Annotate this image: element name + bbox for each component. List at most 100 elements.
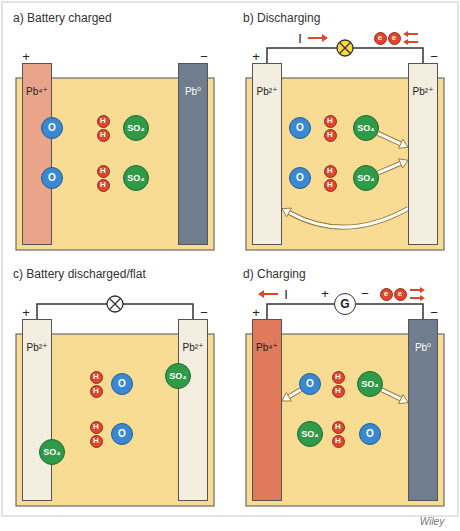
panel-title: c) Battery discharged/flat bbox=[8, 264, 151, 284]
electrode-label: Pb⁰ bbox=[409, 320, 437, 353]
arrow-body bbox=[378, 133, 401, 143]
hydrogen-ion: H bbox=[90, 435, 103, 448]
particle-symbol: O bbox=[118, 379, 126, 389]
particle-symbol: SO₄ bbox=[361, 380, 378, 389]
particle-symbol: H bbox=[100, 131, 106, 139]
terminal-label: I bbox=[298, 32, 302, 45]
hydrogen-ion: H bbox=[332, 371, 345, 384]
arrow-outline bbox=[289, 390, 301, 397]
hydrogen-ion: H bbox=[97, 165, 110, 178]
particle-symbol: O bbox=[48, 123, 56, 133]
hydrogen-ion: H bbox=[324, 115, 337, 128]
particle-symbol: H bbox=[93, 387, 99, 395]
oxygen-particle: O bbox=[299, 373, 321, 395]
particle-symbol: SO₄ bbox=[127, 174, 144, 183]
sulfate-particle: SO₄ bbox=[123, 165, 149, 191]
terminal-label: + bbox=[22, 50, 30, 63]
hydrogen-ion: H bbox=[90, 385, 103, 398]
particle-symbol: e bbox=[398, 290, 402, 298]
terminal-label: I bbox=[284, 288, 288, 301]
arrow-head bbox=[399, 139, 408, 148]
lead-electrode: Pb²⁺ bbox=[408, 63, 438, 245]
particle-symbol: SO₄ bbox=[169, 372, 186, 381]
oxygen-particle: O bbox=[359, 423, 381, 445]
panel-d-art bbox=[246, 287, 444, 506]
sulfate-particle: SO₄ bbox=[39, 439, 65, 465]
sulfate-particle: SO₄ bbox=[353, 165, 379, 191]
lamp-symbol bbox=[107, 296, 123, 312]
particle-symbol: H bbox=[335, 387, 341, 395]
particle-symbol: H bbox=[100, 117, 106, 125]
particle-symbol: SO₄ bbox=[357, 174, 374, 183]
particle-symbol: G bbox=[340, 298, 349, 310]
hydrogen-ion: H bbox=[332, 385, 345, 398]
diagram-panel: a) Battery chargedPb⁴⁺Pb⁰OOHHSO₄HHSO₄+− bbox=[8, 8, 222, 256]
arrow-body bbox=[382, 390, 401, 399]
electrode-label: Pb²⁺ bbox=[23, 320, 51, 353]
terminal-label: + bbox=[22, 306, 30, 319]
sulfate-particle: SO₄ bbox=[165, 363, 191, 389]
electrode-label: Pb²⁺ bbox=[409, 64, 437, 97]
terminal-label: + bbox=[252, 306, 260, 319]
particle-symbol: O bbox=[296, 173, 304, 183]
oxygen-particle: O bbox=[289, 117, 311, 139]
terminal-label: − bbox=[430, 306, 438, 319]
arrow-body bbox=[289, 390, 301, 397]
hydrogen-ion: H bbox=[324, 179, 337, 192]
panel-b-art bbox=[246, 31, 444, 250]
particle-symbol: H bbox=[335, 373, 341, 381]
movement-arrow bbox=[382, 390, 408, 404]
particle-symbol: H bbox=[100, 167, 106, 175]
arrow-head bbox=[399, 159, 408, 168]
particle-symbol: H bbox=[327, 131, 333, 139]
particle-symbol: O bbox=[366, 429, 374, 439]
diagram-panel: d) ChargingPb⁴⁺Pb⁰GeeOHHSO₄SO₄HHOI+−+− bbox=[238, 264, 452, 512]
particle-symbol: SO₄ bbox=[357, 124, 374, 133]
particle-symbol: H bbox=[327, 117, 333, 125]
particle-symbol: O bbox=[118, 429, 126, 439]
arrow-body bbox=[378, 163, 401, 173]
arrow-outline bbox=[378, 133, 401, 143]
electrode-label: Pb⁴⁺ bbox=[253, 320, 281, 353]
figure-frame bbox=[2, 2, 458, 516]
arrow-outline bbox=[382, 390, 401, 399]
hydrogen-ion: H bbox=[90, 421, 103, 434]
particle-symbol: e bbox=[378, 34, 382, 42]
electrode-label: Pb⁰ bbox=[179, 64, 207, 97]
lead-electrode: Pb⁰ bbox=[408, 319, 438, 501]
lead-electrode: Pb⁴⁺ bbox=[22, 63, 52, 245]
particle-symbol: H bbox=[335, 423, 341, 431]
particle-symbol: SO₄ bbox=[43, 448, 60, 457]
movement-arrow bbox=[378, 133, 408, 148]
arrow-head bbox=[282, 393, 291, 402]
hydrogen-ion: H bbox=[332, 421, 345, 434]
lead-electrode: Pb²⁺ bbox=[252, 63, 282, 245]
terminal-label: − bbox=[200, 306, 208, 319]
terminal-label: − bbox=[430, 50, 438, 63]
particle-symbol: H bbox=[335, 437, 341, 445]
particle-symbol: O bbox=[296, 123, 304, 133]
arrow-head bbox=[282, 208, 291, 217]
electron: e bbox=[374, 32, 387, 45]
particle-symbol: H bbox=[327, 181, 333, 189]
movement-arrow bbox=[282, 208, 408, 227]
diagram-panel: c) Battery discharged/flatPb²⁺Pb²⁺SO₄SO₄… bbox=[8, 264, 222, 512]
panel-c-art bbox=[16, 296, 214, 506]
electron: e bbox=[394, 288, 407, 301]
movement-arrow bbox=[378, 159, 408, 173]
particle-symbol: H bbox=[93, 423, 99, 431]
electron: e bbox=[388, 32, 401, 45]
hydrogen-ion: H bbox=[332, 435, 345, 448]
particle-symbol: H bbox=[327, 167, 333, 175]
oxygen-particle: O bbox=[289, 167, 311, 189]
terminal-label: + bbox=[252, 50, 260, 63]
particle-symbol: H bbox=[93, 437, 99, 445]
hydrogen-ion: H bbox=[90, 371, 103, 384]
panel-title: a) Battery charged bbox=[8, 8, 117, 28]
oxygen-particle: O bbox=[41, 167, 63, 189]
lead-electrode: Pb²⁺ bbox=[22, 319, 52, 501]
sulfate-particle: SO₄ bbox=[357, 371, 383, 397]
hydrogen-ion: H bbox=[324, 165, 337, 178]
oxygen-particle: O bbox=[41, 117, 63, 139]
